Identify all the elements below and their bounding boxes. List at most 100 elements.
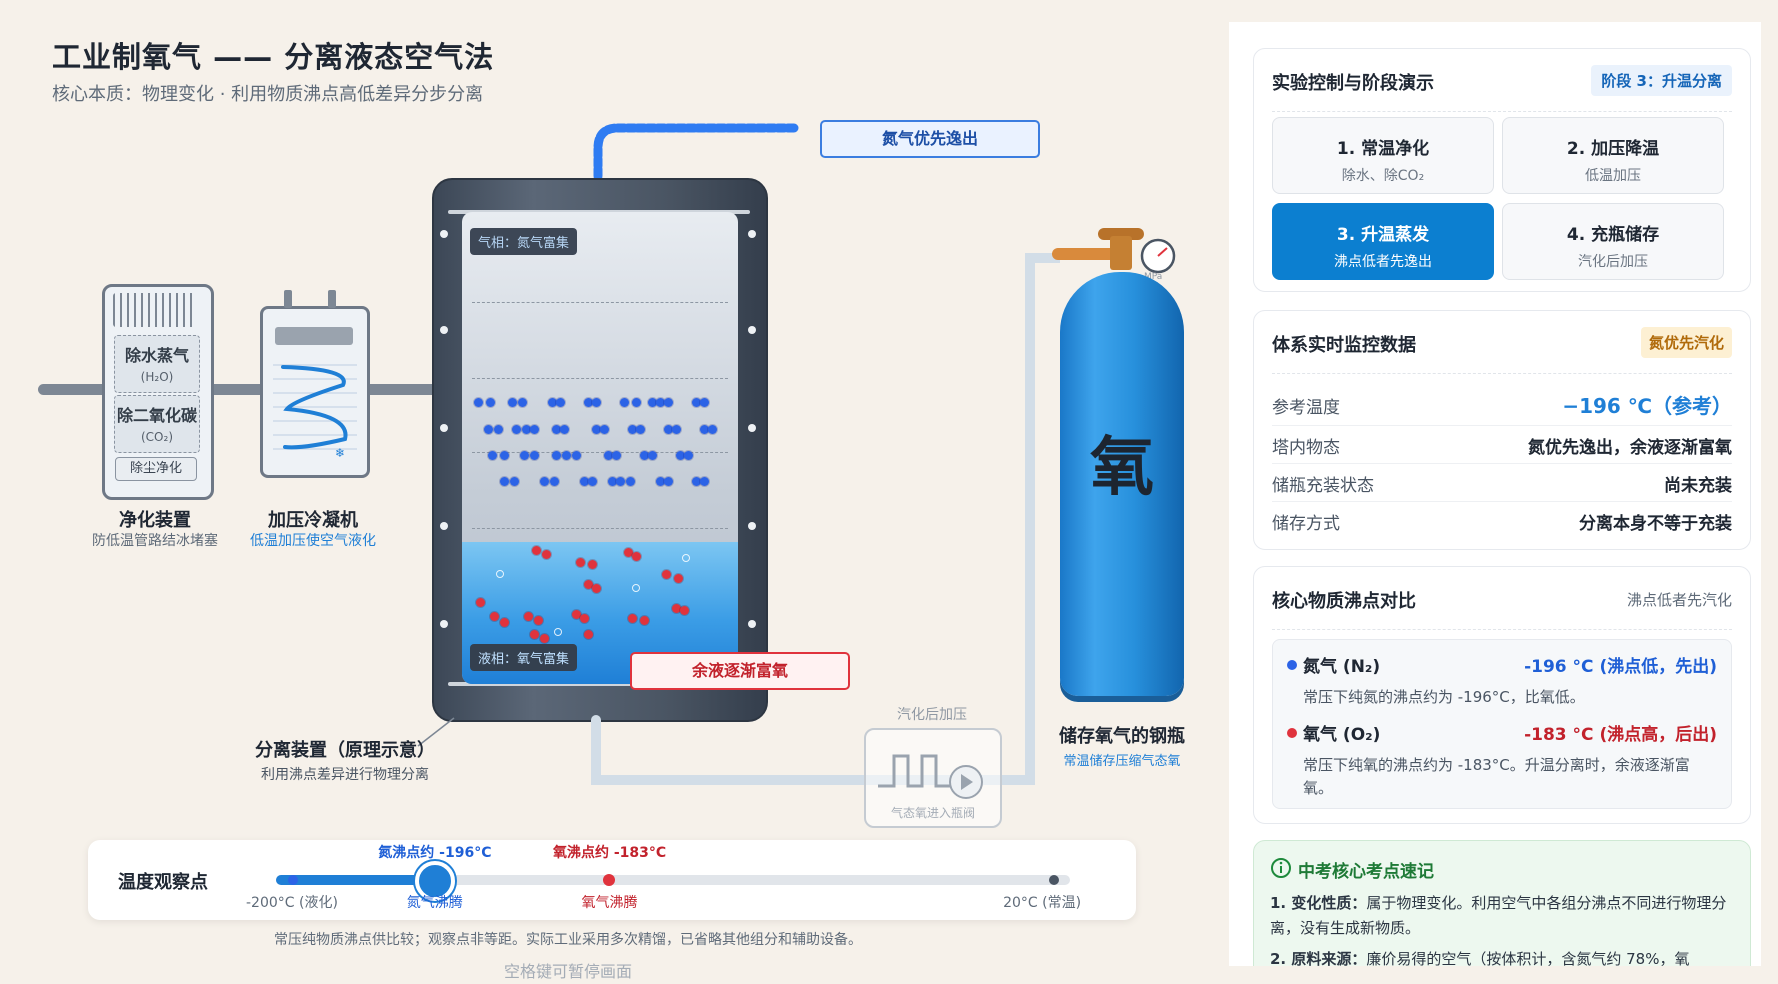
nitrogen-molecule: [572, 451, 581, 460]
nitrogen-molecule: [664, 398, 673, 407]
nitrogen-molecule: [692, 477, 701, 486]
stage-2-title: 2. 加压降温: [1566, 139, 1660, 159]
oxygen-molecule: [662, 570, 671, 579]
nitrogen-molecule: [636, 425, 645, 434]
monitor-badge: 氮优先汽化: [1640, 327, 1732, 358]
nitrogen-molecule: [648, 398, 657, 407]
n2-bullet: [1287, 660, 1297, 670]
purifier-co2-label: 除二氧化碳: [116, 406, 197, 425]
tray-line: [472, 452, 728, 453]
nitrogen-molecule: [512, 425, 521, 434]
monitor-row-state: 塔内物态 氮优先逸出，余液逐渐富氧: [1272, 425, 1732, 461]
oxygen-molecule: [588, 560, 597, 569]
oxygen-molecule: [576, 558, 585, 567]
nitrogen-molecule: [656, 477, 665, 486]
pressure-gauge-icon: [1140, 238, 1176, 274]
stage-4-button[interactable]: 4. 充瓶储存 汽化后加压: [1502, 203, 1724, 280]
oxygen-cylinder: 氧: [1060, 272, 1184, 696]
nitrogen-molecule: [664, 425, 673, 434]
nitrogen-molecule: [552, 451, 561, 460]
control-divider: [1272, 111, 1732, 112]
liquid-bubble: [496, 570, 504, 578]
slider-min-label: -200°C (液化): [246, 895, 338, 911]
monitor-row-divider: [1272, 463, 1732, 464]
n2-value: -196 °C (沸点低，先出): [1524, 657, 1717, 677]
temperature-slider-panel: 温度观察点 氮沸点约 -196°C 氧沸点约 -183°C -200°C (液化…: [88, 840, 1136, 920]
monitor-key: 塔内物态: [1272, 438, 1340, 458]
valve-pulse-icon: [878, 754, 983, 799]
oxygen-molecule: [534, 616, 543, 625]
boiling-divider: [1272, 629, 1732, 630]
nitrogen-molecule: [604, 451, 613, 460]
oxygen-molecule: [524, 612, 533, 621]
stage-1-button[interactable]: 1. 常温净化 除水、除CO₂: [1272, 117, 1494, 194]
oxygen-molecule: [572, 610, 581, 619]
tip-2-text: 廉价易得的空气（按体积计，含氮气约 78%，氧: [1366, 950, 1690, 966]
nitrogen-molecule: [580, 477, 589, 486]
tray-line: [472, 302, 728, 303]
nitrogen-molecule: [592, 398, 601, 407]
stage-3-button[interactable]: 3. 升温蒸发 沸点低者先逸出: [1272, 203, 1494, 280]
nitrogen-molecule: [548, 398, 557, 407]
nitrogen-molecule: [550, 477, 559, 486]
stage-badge: 阶段 3：升温分离: [1591, 65, 1732, 96]
oxygen-molecule: [674, 574, 683, 583]
nitrogen-molecule: [664, 477, 673, 486]
boiling-box: 氮气 (N₂) -196 °C (沸点低，先出) 常压下纯氮的沸点约为 -196…: [1272, 639, 1732, 809]
tips-card: 中考核心考点速记 1. 变化性质：属于物理变化。利用空气中各组分沸点不同进行物理…: [1253, 840, 1751, 966]
page-title: 工业制氧气 —— 分离液态空气法: [52, 40, 495, 74]
nitrogen-molecule: [522, 425, 531, 434]
tip-2-head: 2. 原料来源：: [1270, 950, 1367, 966]
slider-thumb[interactable]: [414, 861, 455, 901]
o2-name: 氧气 (O₂): [1303, 725, 1381, 745]
purifier-co2-formula: (CO₂): [141, 430, 173, 444]
purifier-water-formula: (H₂O): [140, 370, 174, 384]
valve-button[interactable]: 气态氧进入瓶阀: [864, 728, 1002, 828]
oxygen-molecule: [592, 584, 601, 593]
monitor-row-fill: 储瓶充装状态 尚未充装: [1272, 463, 1732, 499]
slider-fill: [276, 875, 435, 885]
nitrogen-molecule: [608, 477, 617, 486]
nitrogen-molecule: [484, 425, 493, 434]
compressor-unit: ❄: [260, 306, 370, 478]
monitor-value: 分离本身不等于充装: [1579, 514, 1732, 534]
liquid-bubble: [554, 628, 562, 636]
nitrogen-molecule: [500, 451, 509, 460]
monitor-card: 体系实时监控数据 氮优先汽化 参考温度 −196 ℃（参考） 塔内物态 氮优先逸…: [1253, 310, 1751, 550]
nitrogen-molecule: [510, 477, 519, 486]
tray-line: [472, 528, 728, 529]
oxygen-molecule: [628, 614, 637, 623]
stage-2-button[interactable]: 2. 加压降温 低温加压: [1502, 117, 1724, 194]
nitrogen-molecule: [530, 425, 539, 434]
cylinder-valve-handle: [1098, 228, 1144, 240]
monitor-row-temp: 参考温度 −196 ℃（参考）: [1272, 385, 1732, 421]
boiling-note: 沸点低者先汽化: [1626, 591, 1732, 609]
slider-o2-dot: [603, 874, 616, 886]
nitrogen-molecule: [500, 477, 509, 486]
nitrogen-molecule: [616, 477, 625, 486]
nitrogen-molecule: [612, 451, 621, 460]
oxygen-transfer-pipe: [591, 253, 1060, 785]
svg-text:❄: ❄: [335, 446, 345, 460]
o2-boiling-point-label: 氧沸点约 -183°C: [552, 845, 667, 861]
slider-track[interactable]: [276, 875, 1070, 885]
oxygen-molecule: [672, 604, 681, 613]
nitrogen-molecule: [584, 398, 593, 407]
page-subtitle: 核心本质：物理变化 · 利用物质沸点高低差异分步分离: [52, 84, 484, 105]
monitor-row-divider: [1272, 501, 1732, 502]
oxygen-molecule: [584, 630, 593, 639]
oxygen-molecule: [542, 550, 551, 559]
valve-caption: 气态氧进入瓶阀: [890, 806, 975, 820]
nitrogen-molecule: [474, 398, 483, 407]
cylinder-char: 氧: [1090, 430, 1154, 505]
nitrogen-molecule: [656, 398, 665, 407]
nitrogen-molecule: [600, 425, 609, 434]
nitrogen-molecule: [588, 477, 597, 486]
info-icon: [1271, 858, 1291, 878]
nitrogen-molecule: [692, 398, 701, 407]
oxygen-molecule: [580, 614, 589, 623]
purifier-caption: 净化装置: [119, 510, 191, 531]
nitrogen-molecule: [684, 451, 693, 460]
n2-boiling-point-label: 氮沸点约 -196°C: [378, 845, 492, 861]
liquid-phase-label: 液相：氧气富集: [470, 644, 578, 671]
